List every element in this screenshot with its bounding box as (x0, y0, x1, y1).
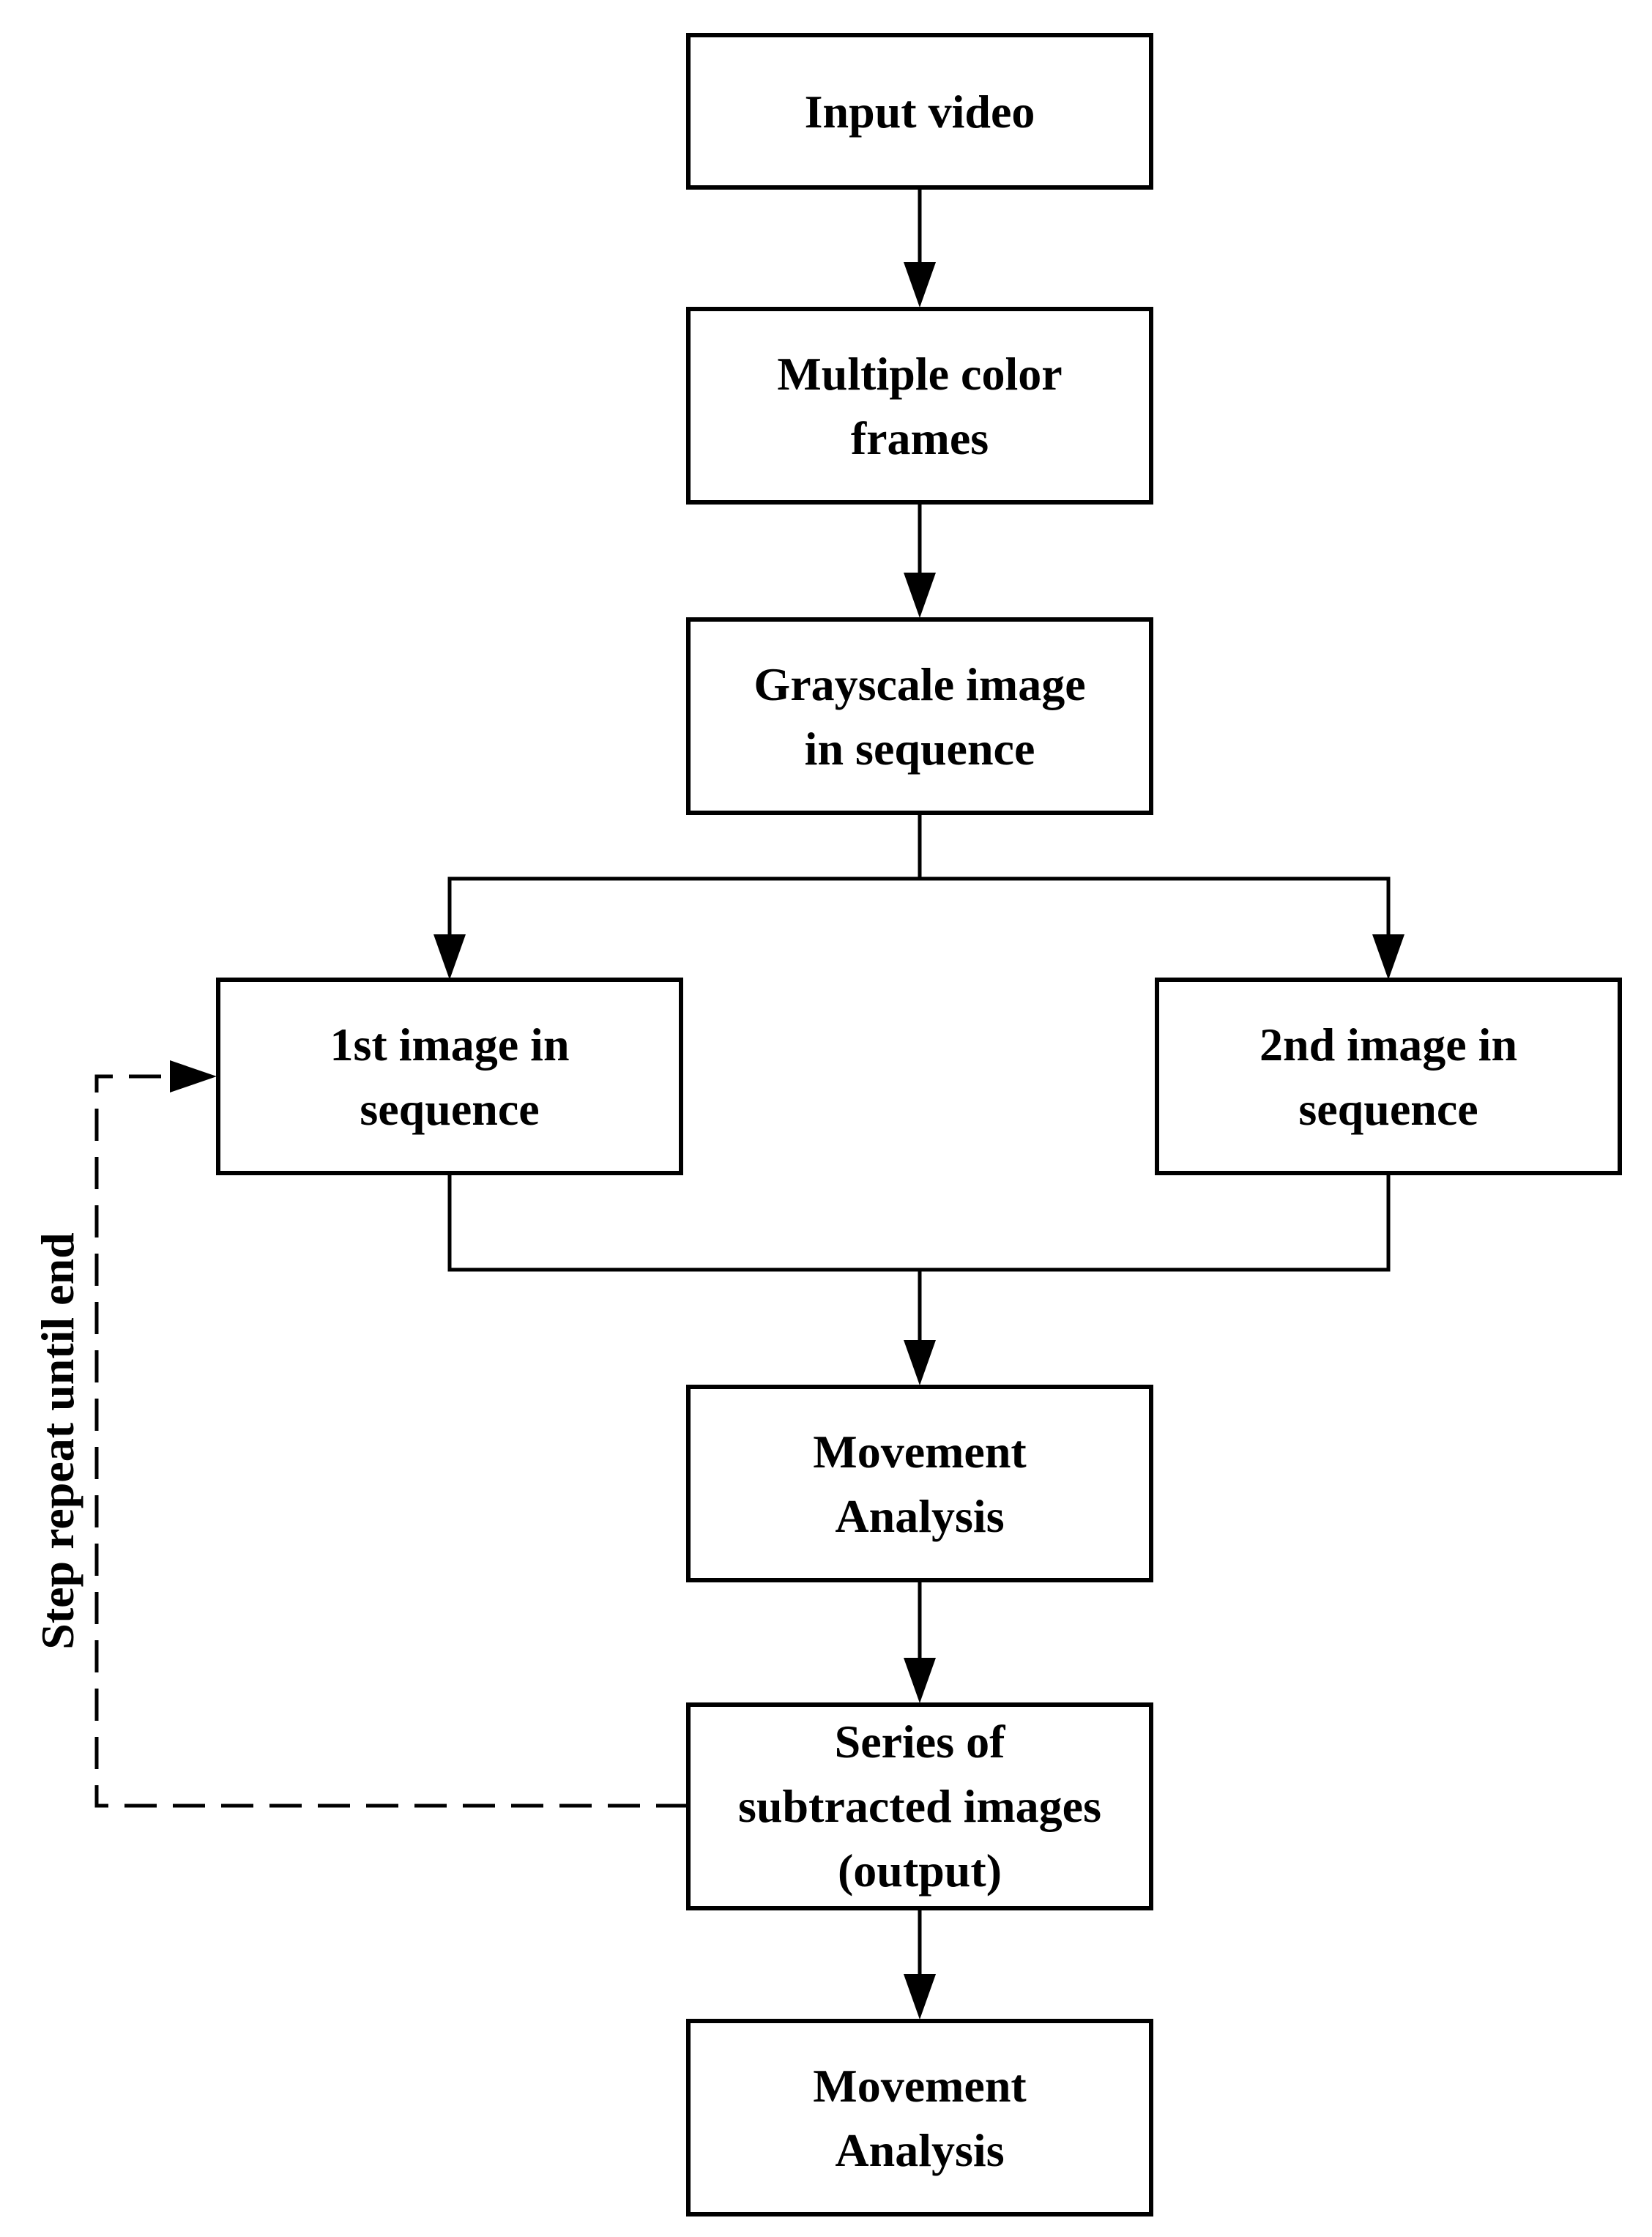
node-first-image: 1st image in sequence (216, 978, 683, 1175)
label-line: 2nd image in (1260, 1019, 1517, 1071)
box-color-frames (686, 307, 1153, 505)
label-line: subtracted images (738, 1780, 1101, 1832)
box-movement-analysis-2 (686, 2019, 1153, 2216)
label-subtracted: Series of subtracted images (output) (738, 1716, 1101, 1897)
label-first-image: 1st image in sequence (330, 1019, 569, 1135)
arrowhead-first-image (434, 934, 466, 980)
label-line: Analysis (835, 1490, 1004, 1542)
label-line: sequence (1298, 1083, 1478, 1135)
arrowhead-loop-back (170, 1060, 217, 1093)
connector-grayscale-split (447, 813, 922, 934)
node-grayscale: Grayscale image in sequence (686, 617, 1153, 815)
node-subtracted: Series of subtracted images (output) (686, 1702, 1153, 1910)
arrowhead-subtracted (904, 1658, 936, 1703)
label-line: sequence (360, 1083, 539, 1135)
arrowhead-frames (904, 262, 936, 308)
arrowhead-grayscale (904, 573, 936, 618)
label-line: frames (851, 412, 989, 464)
label-line: Input video (805, 86, 1035, 138)
box-movement-analysis-1 (686, 1385, 1153, 1582)
label-line: Analysis (835, 2124, 1004, 2176)
label-line: Multiple color (777, 348, 1062, 400)
box-first-image (216, 978, 683, 1175)
label-second-image: 2nd image in sequence (1260, 1019, 1517, 1135)
connector-merge (447, 1173, 1391, 1272)
box-subtracted (686, 1702, 1153, 1910)
label-line: Movement (813, 1426, 1027, 1478)
node-color-frames: Multiple color frames (686, 307, 1153, 505)
loop-back-dashed-line (94, 1074, 688, 1808)
box-second-image (1155, 978, 1622, 1175)
label-line: Movement (813, 2060, 1027, 2112)
loop-label: Step repeat until end (31, 1232, 83, 1650)
node-input-video: Input video (686, 33, 1153, 190)
label-grayscale: Grayscale image in sequence (754, 658, 1085, 775)
label-line: (output) (838, 1845, 1002, 1897)
label-line: 1st image in (330, 1019, 569, 1071)
connector-grayscale-to-second (920, 876, 1391, 934)
arrowhead-second-image (1372, 934, 1404, 980)
label-color-frames: Multiple color frames (777, 348, 1062, 464)
label-input-video: Input video (805, 86, 1035, 138)
label-line: Grayscale image (754, 658, 1085, 710)
label-line: in sequence (805, 723, 1035, 775)
arrowhead-movement-analysis-2 (904, 1974, 936, 2020)
arrowhead-movement-analysis-1 (904, 1340, 936, 1385)
node-second-image: 2nd image in sequence (1155, 978, 1622, 1175)
box-input-video (686, 33, 1153, 190)
label-line: Series of (835, 1716, 1006, 1768)
box-grayscale (686, 617, 1153, 815)
connectors (94, 187, 1404, 2020)
